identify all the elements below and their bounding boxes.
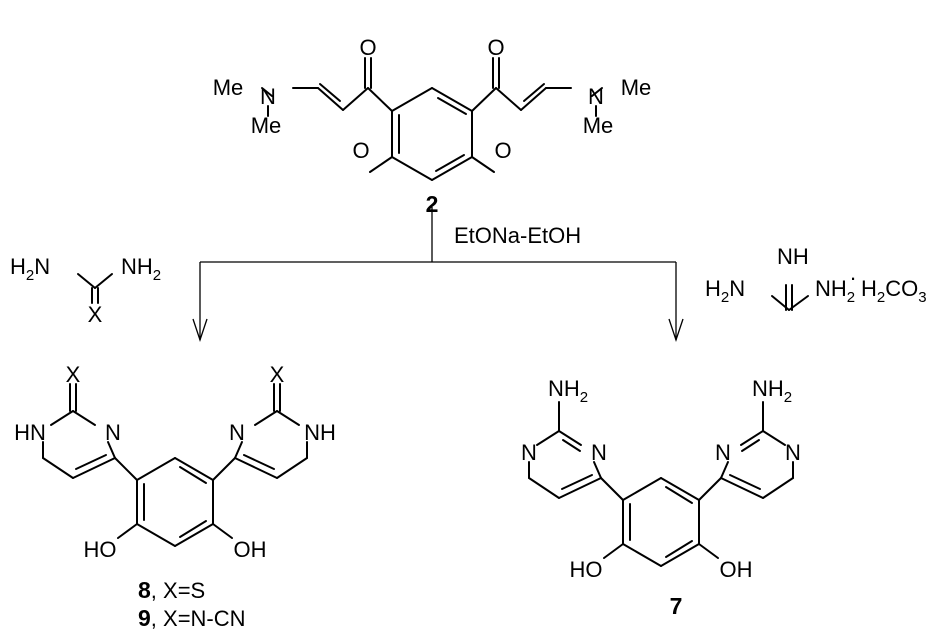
salt-dot: . <box>850 260 856 285</box>
ring-o-left: O <box>352 138 369 163</box>
product-7-structure <box>528 401 794 567</box>
urea-nh2: NH2 <box>121 254 161 284</box>
urea-type-reagent <box>77 273 113 304</box>
reaction-arrows <box>192 207 684 343</box>
guanidine-reagent <box>771 284 809 311</box>
caption-compound-9: 9, X=N-CN <box>138 605 246 631</box>
left-product-x-left: X <box>66 362 81 387</box>
left-product-nh: NH <box>304 420 336 445</box>
guanidine-h2n: H2N <box>705 276 745 306</box>
guanidine-nh: NH <box>777 244 809 269</box>
ring-o-right: O <box>494 138 511 163</box>
left-product-n-right: N <box>229 420 245 445</box>
left-product-n-left: N <box>105 420 121 445</box>
methyl-bottom-left: Me <box>251 113 282 138</box>
caption-compound-8: 8, X=S <box>138 577 205 603</box>
compound-number-2: 2 <box>426 191 439 217</box>
right-product-n4: N <box>785 440 801 465</box>
ketone-o-right: O <box>487 35 504 60</box>
amine-n-left: N <box>260 84 276 109</box>
left-product-hn: HN <box>14 420 46 445</box>
right-product-n3: N <box>715 440 731 465</box>
left-product-x-right: X <box>270 362 285 387</box>
left-product-oh: OH <box>234 537 267 562</box>
right-product-n1: N <box>521 440 537 465</box>
compound-2-structure <box>261 57 603 181</box>
methyl-top-right: Me <box>621 75 652 100</box>
guanidine-nh2: NH2 <box>815 276 855 306</box>
right-product-nh2-right: NH2 <box>752 376 792 406</box>
methyl-bottom-right: Me <box>583 113 614 138</box>
compound-number-7: 7 <box>670 593 683 619</box>
right-product-oh: OH <box>720 557 753 582</box>
right-product-ho: HO <box>570 557 603 582</box>
right-product-nh2-left: NH2 <box>548 376 588 406</box>
carbonic-acid: H2CO3 <box>861 276 927 306</box>
product-8-9-structure <box>42 383 308 547</box>
urea-h2n: H2N <box>10 254 50 284</box>
urea-x: X <box>88 302 103 327</box>
reaction-conditions: EtONa-EtOH <box>454 223 581 248</box>
ketone-o-left: O <box>359 35 376 60</box>
right-product-n2: N <box>591 440 607 465</box>
methyl-top-left: Me <box>213 75 244 100</box>
amine-n-right: N <box>588 84 604 109</box>
left-product-ho: HO <box>84 537 117 562</box>
